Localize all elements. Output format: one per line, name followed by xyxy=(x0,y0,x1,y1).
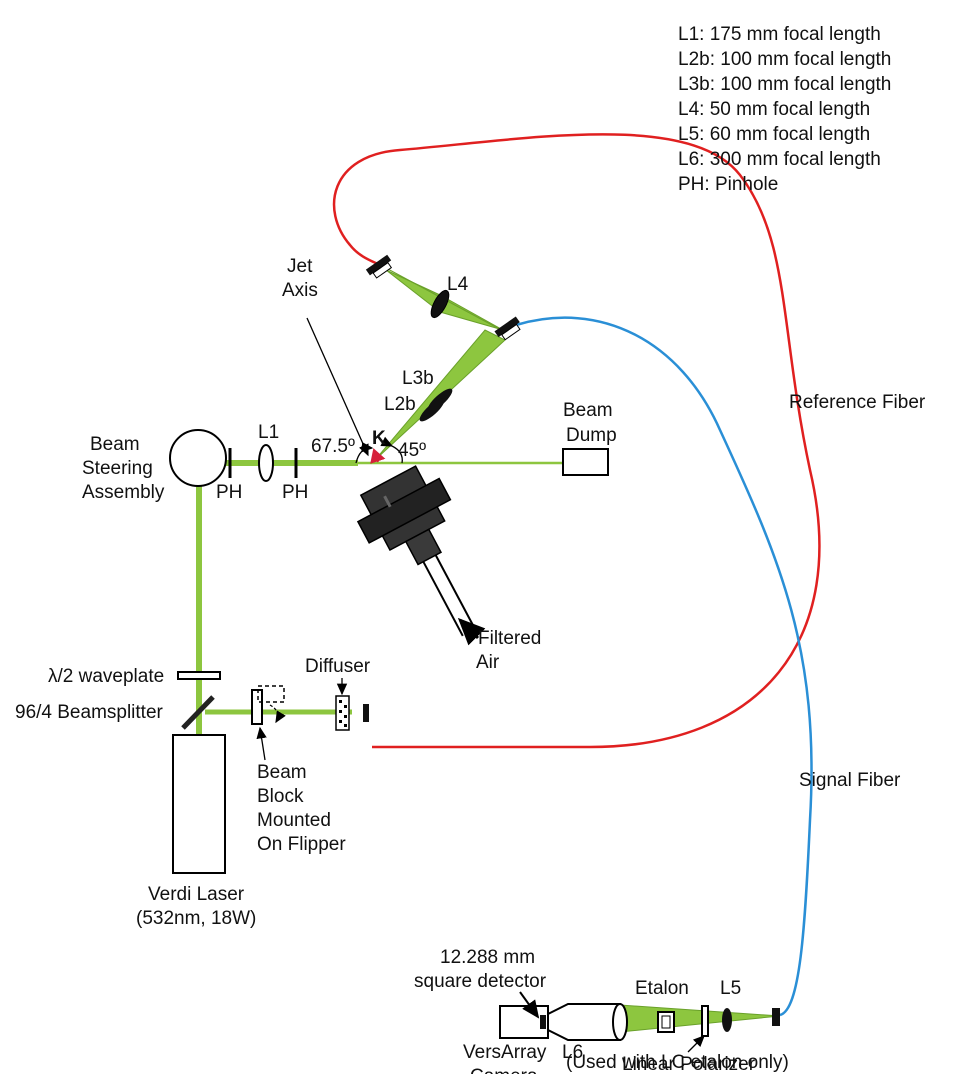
lens-l6 xyxy=(612,1003,628,1041)
label-polarizer-1: Linear Polarizer xyxy=(622,1054,756,1074)
label-l1: L1 xyxy=(258,422,279,443)
jet-axis-arrow xyxy=(306,317,369,457)
label-beamsplitter: 96/4 Beamsplitter xyxy=(15,702,164,723)
label-beam-steering-3: Assembly xyxy=(82,482,165,503)
label-filtered: Filtered xyxy=(478,628,541,649)
label-waveplate: λ/2 waveplate xyxy=(48,666,164,687)
waveplate xyxy=(177,671,221,680)
legend-l5: L5: 60 mm focal length xyxy=(678,124,870,145)
label-detector-1: 12.288 mm xyxy=(440,947,535,968)
label-beam-block-3: Mounted xyxy=(257,810,331,831)
lens-l1 xyxy=(258,444,274,482)
signal-fiber-output xyxy=(772,1008,780,1026)
label-ph-left: PH xyxy=(216,482,242,503)
beamsplitter xyxy=(181,695,215,730)
mirror-right xyxy=(494,316,521,341)
label-verdi-1: Verdi Laser xyxy=(148,884,245,905)
legend-l6: L6: 300 mm focal length xyxy=(678,149,881,170)
beam-steering-circle xyxy=(169,429,227,487)
beam-block xyxy=(251,689,263,725)
label-l6: L6 xyxy=(562,1042,583,1063)
label-beam-steering-2: Steering xyxy=(82,458,153,479)
label-air: Air xyxy=(476,652,500,673)
label-detector-2: square detector xyxy=(414,971,547,992)
label-l5: L5 xyxy=(720,978,741,999)
label-l4: L4 xyxy=(447,274,469,295)
linear-polarizer xyxy=(701,1005,709,1037)
beam-dump-box xyxy=(562,448,609,476)
label-axis: Axis xyxy=(282,280,318,301)
label-l3b: L3b xyxy=(402,368,434,389)
label-beam-steering-1: Beam xyxy=(90,434,140,455)
mirror-upper-left xyxy=(365,254,393,279)
beam-block-pointer xyxy=(256,726,267,761)
label-beam-block-1: Beam xyxy=(257,762,307,783)
label-etalon: Etalon xyxy=(635,978,689,999)
detector-pointer xyxy=(519,991,540,1019)
lens-l2b xyxy=(419,398,445,422)
label-camera-1: VersArray xyxy=(463,1042,547,1063)
legend: L1: 175 mm focal length L2b: 100 mm foca… xyxy=(678,24,891,195)
polarizer-pointer xyxy=(687,1035,705,1053)
label-beam-dump-1: Beam xyxy=(563,400,613,421)
diffuser xyxy=(335,695,350,731)
detector-chip xyxy=(540,1015,546,1029)
label-polarizer-2: (Used with LC etalon only) xyxy=(566,1052,789,1073)
flip-arrow xyxy=(269,704,286,724)
label-ph-right: PH xyxy=(282,482,308,503)
diffuser-texture xyxy=(339,700,347,727)
label-jet: Jet xyxy=(287,256,313,277)
label-camera-2: Camera xyxy=(470,1066,538,1074)
legend-l3b: L3b: 100 mm focal length xyxy=(678,74,891,95)
label-angle-45: 45º xyxy=(398,440,426,461)
label-reference-fiber: Reference Fiber xyxy=(789,392,926,413)
camera-lens-tube xyxy=(547,1003,621,1041)
legend-l4: L4: 50 mm focal length xyxy=(678,99,870,120)
label-signal-fiber: Signal Fiber xyxy=(799,770,901,791)
angle-arc-67 xyxy=(355,441,374,464)
signal-fiber xyxy=(515,316,813,1017)
legend-l1: L1: 175 mm focal length xyxy=(678,24,881,45)
reference-fiber-input xyxy=(363,704,369,722)
angle-arc-45 xyxy=(380,436,403,464)
label-verdi-2: (532nm, 18W) xyxy=(136,908,256,929)
label-k: K xyxy=(372,428,386,449)
filtered-air-arrow xyxy=(457,617,486,646)
label-l2b: L2b xyxy=(384,394,416,415)
etalon-inner xyxy=(661,1015,671,1029)
legend-ph: PH: Pinhole xyxy=(678,174,778,195)
legend-l2b: L2b: 100 mm focal length xyxy=(678,49,891,70)
lens-l5 xyxy=(722,1008,732,1032)
lens-l4 xyxy=(430,289,450,319)
verdi-laser-box xyxy=(172,734,226,874)
reference-fiber xyxy=(332,133,821,749)
label-angle-67: 67.5º xyxy=(311,436,355,457)
k-vector xyxy=(370,448,386,464)
label-beam-block-4: On Flipper xyxy=(257,834,346,855)
jet-nozzle xyxy=(356,465,477,637)
label-beam-dump-2: Dump xyxy=(566,425,617,446)
label-diffuser: Diffuser xyxy=(305,656,371,677)
label-beam-block-2: Block xyxy=(257,786,304,807)
